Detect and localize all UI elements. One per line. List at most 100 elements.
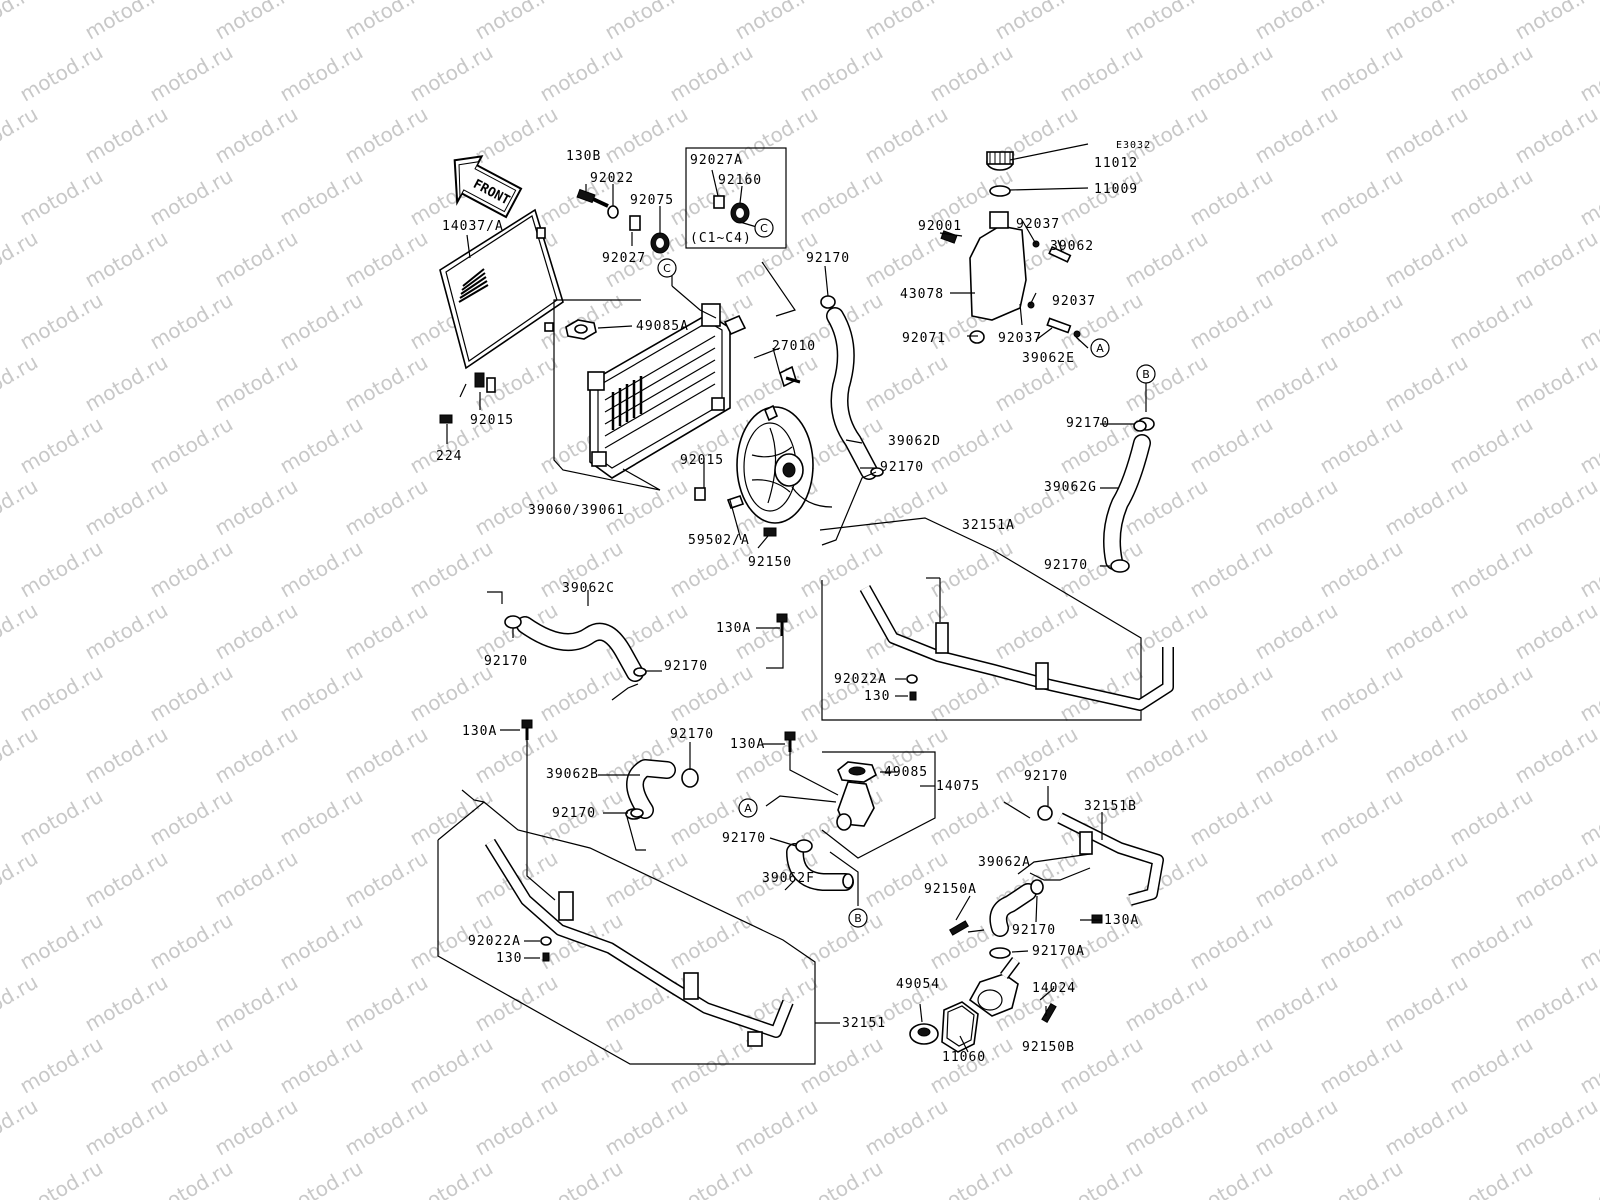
part-labels: 130B 92022 92027 92075 92027A 92160 (C1~… — [436, 149, 1138, 1065]
hose-39062d — [820, 295, 884, 480]
watermark-text: motod.ru — [1446, 40, 1537, 107]
watermark-text: motod.ru — [471, 1094, 562, 1161]
watermark-text: motod.ru — [211, 970, 302, 1037]
watermark-text: motod.ru — [861, 1094, 952, 1161]
watermark-text: motod.ru — [796, 40, 887, 107]
washer-92022-icon — [607, 205, 619, 219]
radiator-cap-icon — [565, 319, 597, 340]
watermark-text: motod.ru — [861, 846, 952, 913]
watermark-text: motod.ru — [601, 1094, 692, 1161]
watermark-text: motod.ru — [211, 598, 302, 665]
watermark-text: motod.ru — [1251, 0, 1342, 44]
watermark-text: motod.ru — [1576, 784, 1600, 851]
label-92170-a-hose: 92170 — [1012, 923, 1056, 938]
label-92160: 92160 — [718, 173, 762, 188]
watermark-text: motod.ru — [341, 722, 432, 789]
watermark-text: motod.ru — [0, 722, 42, 789]
watermark-text: motod.ru — [16, 164, 107, 231]
label-92170-d: 92170 — [880, 460, 924, 475]
bolt-130a-icon — [776, 613, 788, 636]
watermark-text: motod.ru — [1316, 1156, 1407, 1200]
watermark-text: motod.ru — [81, 102, 172, 169]
watermark-text: motod.ru — [1511, 0, 1600, 44]
watermark-text: motod.ru — [341, 474, 432, 541]
svg-text:B: B — [854, 912, 862, 925]
label-39062: 39062 — [1050, 239, 1094, 254]
watermark-text: motod.ru — [1381, 474, 1472, 541]
watermark-text: motod.ru — [1186, 412, 1277, 479]
watermark-text: motod.ru — [276, 1156, 367, 1200]
watermark-text: motod.ru — [1251, 226, 1342, 293]
watermark-text: motod.ru — [1056, 40, 1147, 107]
watermark-text: motod.ru — [1316, 412, 1407, 479]
watermark-text: motod.ru — [341, 970, 432, 1037]
watermark-text: motod.ru — [991, 1094, 1082, 1161]
watermark-text: motod.ru — [1381, 598, 1472, 665]
watermark-text: motod.ru — [341, 226, 432, 293]
label-92037-top: 92037 — [1016, 217, 1060, 232]
watermark-text: motod.ru — [146, 40, 237, 107]
label-32151: 32151 — [842, 1016, 886, 1031]
label-92150: 92150 — [748, 555, 792, 570]
watermark-text: motod.ru — [276, 908, 367, 975]
watermark-text: motod.ru — [1186, 164, 1277, 231]
watermark-text: motod.ru — [1186, 1032, 1277, 1099]
watermark-text: motod.ru — [991, 0, 1082, 44]
watermark-text: motod.ru — [1316, 164, 1407, 231]
watermark-text: motod.ru — [146, 784, 237, 851]
watermark-text: motod.ru — [1511, 846, 1600, 913]
water-outlet-14024 — [909, 920, 1057, 1053]
watermark-text: motod.ru — [536, 660, 627, 727]
watermark-text: motod.ru — [601, 970, 692, 1037]
watermark-text: motod.ru — [536, 1032, 627, 1099]
watermark-text: motod.ru — [1121, 350, 1212, 417]
watermark-text: motod.ru — [341, 1094, 432, 1161]
watermark-text: motod.ru — [406, 1032, 497, 1099]
watermark-text: motod.ru — [1446, 164, 1537, 231]
svg-text:C: C — [760, 222, 768, 235]
watermark-text: motod.ru — [731, 0, 822, 44]
label-92001: 92001 — [918, 219, 962, 234]
watermark-text: motod.ru — [146, 1156, 237, 1200]
label-39060-39061: 39060/39061 — [528, 503, 625, 518]
watermark-text: motod.ru — [1251, 722, 1342, 789]
label-92015-right: 92015 — [680, 453, 724, 468]
watermark-text: motod.ru — [211, 0, 302, 44]
watermark-text: motod.ru — [601, 846, 692, 913]
inset-box — [685, 147, 787, 249]
label-92071: 92071 — [902, 331, 946, 346]
callout-b-top: B — [1136, 364, 1156, 384]
watermark-text: motod.ru — [1316, 908, 1407, 975]
watermark-text: motod.ru — [1251, 1094, 1342, 1161]
watermark-text: motod.ru — [406, 660, 497, 727]
watermark-text: motod.ru — [211, 350, 302, 417]
watermark-text: motod.ru — [146, 412, 237, 479]
watermark-text: motod.ru — [1576, 164, 1600, 231]
clamp-icon — [1133, 420, 1147, 432]
watermark-text: motod.ru — [276, 784, 367, 851]
watermark-text: motod.ru — [146, 660, 237, 727]
label-130a-mid: 130A — [730, 737, 765, 752]
bolt-224-icon — [439, 414, 453, 424]
watermark-text: motod.ru — [1381, 226, 1472, 293]
svg-text:A: A — [1096, 342, 1104, 355]
label-92170-f: 92170 — [722, 831, 766, 846]
label-92027: 92027 — [602, 251, 646, 266]
label-92170-right: 92170 — [1066, 416, 1110, 431]
callout-b-mid: B — [848, 908, 868, 928]
watermark-text: motod.ru — [406, 536, 497, 603]
label-49054: 49054 — [896, 977, 940, 992]
watermark-text: motod.ru — [1121, 1094, 1212, 1161]
watermark-text: motod.ru — [1251, 350, 1342, 417]
watermark-text: motod.ru — [0, 474, 42, 541]
watermark-text: motod.ru — [146, 908, 237, 975]
label-92075: 92075 — [630, 193, 674, 208]
watermark-text: motod.ru — [146, 164, 237, 231]
watermark-text: motod.ru — [1121, 226, 1212, 293]
watermark-text: motod.ru — [861, 0, 952, 44]
watermark-text: motod.ru — [146, 288, 237, 355]
watermark-text: motod.ru — [1381, 0, 1472, 44]
watermark-text: motod.ru — [81, 970, 172, 1037]
hose-39062a — [989, 879, 1044, 937]
